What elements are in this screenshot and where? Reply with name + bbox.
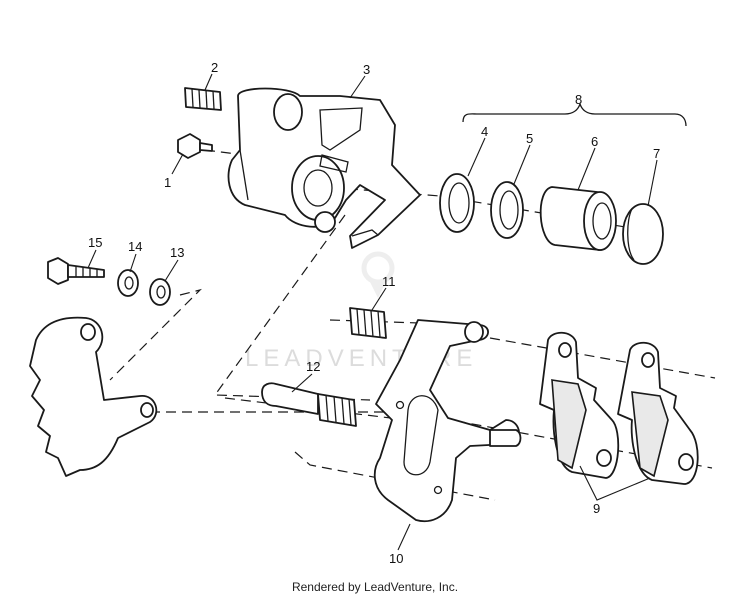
part-3-caliper-body xyxy=(227,87,421,249)
callout-labels: 2 1 3 8 4 5 6 7 15 14 13 11 12 9 10 xyxy=(88,60,660,566)
callout-5: 5 xyxy=(526,131,533,146)
watermark-logo-icon xyxy=(361,251,395,298)
part-13-flat-washer xyxy=(149,278,171,306)
part-10-bracket xyxy=(373,319,522,522)
rendered-by-footer: Rendered by LeadVenture, Inc. xyxy=(291,580,459,594)
callout-13: 13 xyxy=(170,245,184,260)
callout-15: 15 xyxy=(88,235,102,250)
part-6-piston xyxy=(539,186,617,251)
mounting-knuckle xyxy=(29,316,158,477)
part-5-seal xyxy=(490,181,524,239)
part-9-brake-pad-outer xyxy=(617,341,699,485)
part-2-plug xyxy=(184,87,222,111)
callout-12: 12 xyxy=(306,359,320,374)
callout-4: 4 xyxy=(481,124,488,139)
part-4-seal xyxy=(439,173,475,233)
callout-9: 9 xyxy=(593,501,600,516)
callout-1: 1 xyxy=(164,175,171,190)
callout-14: 14 xyxy=(128,239,142,254)
callout-8: 8 xyxy=(575,92,582,107)
part-12-slide-pin xyxy=(261,382,357,427)
part-8-group-bracket xyxy=(462,101,687,127)
part-11-boot xyxy=(349,307,387,339)
callout-7: 7 xyxy=(653,146,660,161)
callout-6: 6 xyxy=(591,134,598,149)
callout-3: 3 xyxy=(363,62,370,77)
leader-lines xyxy=(87,73,658,551)
callout-11: 11 xyxy=(382,274,396,289)
callout-2: 2 xyxy=(211,60,218,75)
callout-10: 10 xyxy=(389,551,403,566)
part-9-brake-pad-inner xyxy=(539,331,620,479)
part-14-lock-washer xyxy=(117,269,139,297)
part-7-cap xyxy=(622,203,664,265)
part-1-bleeder-valve xyxy=(177,133,213,159)
part-15-bolt xyxy=(47,257,105,285)
